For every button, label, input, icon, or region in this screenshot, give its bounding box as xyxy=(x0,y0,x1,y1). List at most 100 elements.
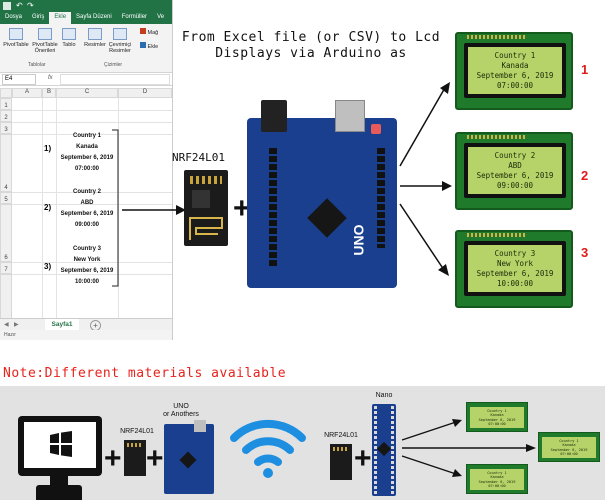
mini-lcd-3-line-4: 07:00:00 xyxy=(488,483,506,488)
tab-formuller[interactable]: Formüller xyxy=(121,14,148,20)
wifi-icon xyxy=(230,419,306,478)
row-header[interactable]: 3 xyxy=(0,122,12,134)
pivottable-label: PivotTable xyxy=(3,42,29,48)
nrf-label: NRF24L01 xyxy=(172,151,225,164)
column-header-d[interactable]: D xyxy=(118,88,172,98)
mini-lcd-3-line-1: Country 1 xyxy=(487,470,507,475)
formula-input[interactable] xyxy=(60,74,170,85)
excel-window: ↶ ↷ Dosya Giriş Ekle Sayfa Düzeni Formül… xyxy=(0,0,173,340)
mini-lcd-3-line-3: September 6, 2019 xyxy=(478,479,516,484)
pictures-button[interactable]: Resimler xyxy=(82,28,108,48)
row-header[interactable]: 1 xyxy=(0,98,12,110)
fx-icon[interactable]: fx xyxy=(48,75,53,81)
addins-icon xyxy=(140,42,146,48)
online-pictures-label-2: Resimler xyxy=(109,48,131,54)
tab-ekle[interactable]: Ekle xyxy=(49,12,72,24)
arrows-to-lcds xyxy=(399,82,452,276)
grid-line xyxy=(12,122,172,123)
excel-titlebar: ↶ ↷ xyxy=(0,0,172,12)
entry-cell-1[interactable]: Country 1 Kanada September 6, 2019 07:00… xyxy=(56,131,118,175)
mini-lcd-2-line-2: Kanada xyxy=(562,443,576,448)
usb-port xyxy=(335,100,365,132)
store-label: Mağ xyxy=(147,30,159,36)
name-box[interactable]: E4 xyxy=(2,74,36,85)
column-header-b[interactable]: B xyxy=(42,88,56,98)
row-header[interactable]: 5 xyxy=(0,192,12,204)
mini-lcd-1-line-3: September 6, 2019 xyxy=(478,417,516,422)
entry-1-country: Country 1 xyxy=(72,133,101,139)
materials-strip: + NRF24L01 + UNO or Anothers NRF24L01 + … xyxy=(0,386,605,500)
lcd-2-line-3: September 6, 2019 xyxy=(476,170,554,180)
bottom-plus-1: + xyxy=(104,442,122,475)
plus-sign: + xyxy=(233,192,251,225)
row-header[interactable]: 6 xyxy=(0,204,12,262)
sheet-nav-left-icon[interactable]: ◀ xyxy=(4,322,9,328)
group-tables-label: Tablolar xyxy=(28,62,46,68)
entry-cell-3[interactable]: Country 3 New York September 6, 2019 10:… xyxy=(56,244,118,288)
mini-lcd-1-line-2: Kanada xyxy=(490,413,504,418)
lcd-2-index: 2 xyxy=(581,168,589,183)
mini-lcd-2-line-1: Country 1 xyxy=(559,438,579,443)
row-header[interactable]: 7 xyxy=(0,262,12,274)
grid-line xyxy=(12,262,172,263)
lcd-display-2: Country 2 ABD September 6, 2019 09:00:00 xyxy=(455,132,573,210)
status-bar: Hazır xyxy=(0,330,172,340)
power-jack xyxy=(261,100,287,132)
bottom-nrf-module-2 xyxy=(330,444,352,480)
tab-dosya[interactable]: Dosya xyxy=(5,14,23,20)
column-header-a[interactable]: A xyxy=(12,88,42,98)
windows-logo-icon xyxy=(50,431,72,457)
lcd-display-1: Country 1 Kanada September 6, 2019 07:00… xyxy=(455,32,573,110)
lcd-3-line-4: 10:00:00 xyxy=(496,278,534,288)
mini-lcd-1-line-1: Country 1 xyxy=(487,408,507,413)
entry-cell-2[interactable]: Country 2 ABD September 6, 2019 09:00:00 xyxy=(56,187,118,231)
select-all-corner[interactable] xyxy=(0,88,12,98)
entry-1-time: 07:00:00 xyxy=(74,166,100,172)
pivottable-button[interactable]: PivotTable xyxy=(2,28,30,48)
sheet-tabs-bar: ◀ ▶ Sayfa1 + xyxy=(0,318,172,332)
pivottable-suggestions-icon xyxy=(38,28,52,40)
store-button[interactable]: Mağ xyxy=(140,28,170,36)
pivottable-suggestions-label-1: PivotTable xyxy=(32,42,58,48)
row-header[interactable]: 4 xyxy=(0,134,12,192)
excel-logo-icon xyxy=(3,2,11,10)
lcd-2-line-1: Country 2 xyxy=(494,150,536,160)
tab-ve[interactable]: Ve xyxy=(157,14,165,20)
group-drawings-label: Çizimler xyxy=(104,62,123,68)
mini-lcd-2-line-4: 07:00:00 xyxy=(560,451,578,456)
monitor-stand xyxy=(50,476,68,486)
entries-bracket xyxy=(112,129,119,287)
tab-giris[interactable]: Giriş xyxy=(32,14,45,20)
lcd-3-line-3: September 6, 2019 xyxy=(476,268,554,278)
redo-icon[interactable]: ↷ xyxy=(27,1,34,10)
lcd-1-line-2: Kanada xyxy=(501,60,529,70)
addins-button[interactable]: Ekle xyxy=(140,42,170,50)
online-pictures-button[interactable]: Çevrimiçi Resimler xyxy=(106,28,134,54)
lcd-pins xyxy=(467,233,527,237)
entry-2-country: Country 2 xyxy=(72,189,101,195)
computer-monitor xyxy=(18,416,102,476)
undo-icon[interactable]: ↶ xyxy=(16,1,23,10)
sheet-nav-right-icon[interactable]: ▶ xyxy=(14,322,19,328)
lcd-pins xyxy=(467,35,527,39)
table-button[interactable]: Tablo xyxy=(60,28,78,48)
grid-line xyxy=(12,110,172,111)
mini-lcd-2-line-3: September 6, 2019 xyxy=(550,447,588,452)
tab-sayfa-duzeni[interactable]: Sayfa Düzeni xyxy=(76,14,112,20)
grid-line xyxy=(56,98,57,318)
entry-number-2: 2) xyxy=(44,203,52,212)
grid-line xyxy=(12,204,172,205)
entry-3-place: New York xyxy=(73,257,101,263)
row-header[interactable]: 2 xyxy=(0,110,12,122)
pivottable-suggestions-button[interactable]: PivotTable Önerileri xyxy=(30,28,60,54)
nrf24l01-module xyxy=(184,170,228,246)
lcd-1-line-4: 07:00:00 xyxy=(496,80,534,90)
column-header-c[interactable]: C xyxy=(56,88,118,98)
mini-lcd-1-line-4: 07:00:00 xyxy=(488,421,506,426)
entry-number-3: 3) xyxy=(44,262,52,271)
note-text: Note:Different materials available xyxy=(3,366,287,381)
mini-lcd-1: Country 1 Kanada September 6, 2019 07:00… xyxy=(466,402,528,432)
pcb-antenna xyxy=(189,217,223,240)
lcd-2-line-4: 09:00:00 xyxy=(496,180,534,190)
sheet-grid[interactable]: A B C D 1234567891011 1) Country 1 Kanad… xyxy=(0,88,172,340)
